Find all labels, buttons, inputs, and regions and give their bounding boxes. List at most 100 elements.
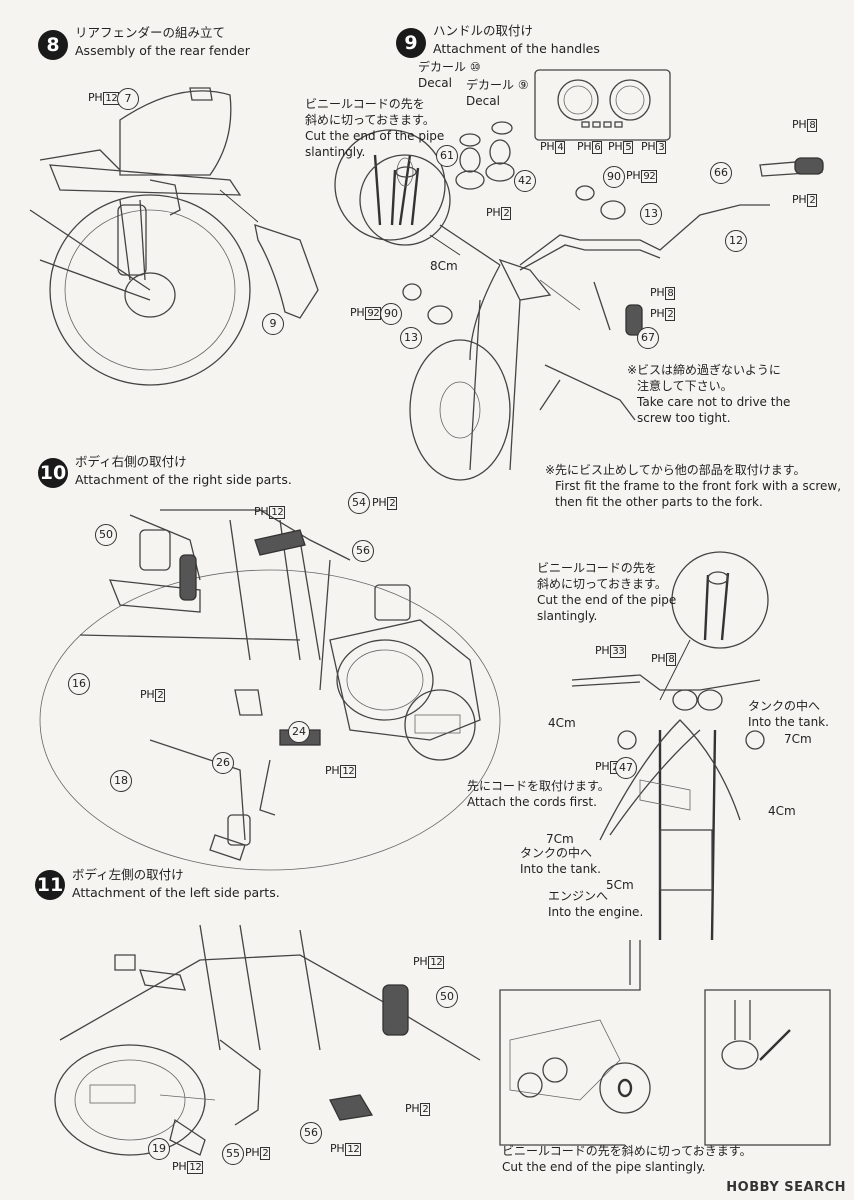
step-11-title-en: Attachment of the left side parts. (72, 885, 280, 900)
part-90-top: 90 (603, 166, 625, 188)
engine-note-en: Into the engine. (548, 905, 644, 919)
engine-note: エンジンへ Into the engine. (548, 888, 643, 920)
cord-length-7cm-bottom: 7Cm (546, 832, 574, 846)
pipe-note-jp-1: ビニールコードの先を (305, 97, 425, 111)
part-42: 42 (514, 170, 536, 192)
step-8-title-jp: リアフェンダーの組み立て (75, 25, 226, 40)
step-10-number: 10 (38, 458, 68, 488)
decal-9-label: デカール ⑨ Decal (466, 77, 529, 109)
fork-note: ※先にビス止めしてから他の部品を取付けます。 First fit the fra… (545, 462, 841, 510)
step-8-title-en: Assembly of the rear fender (75, 43, 250, 58)
step-9-title: ハンドルの取付け Attachment of the handles (433, 22, 600, 58)
part-19: 19 (148, 1138, 170, 1160)
fork-note-en-1: First fit the frame to the front fork wi… (555, 479, 842, 493)
handlebar-illustration (334, 69, 824, 481)
part-66: 66 (710, 162, 732, 184)
part-50-left: 50 (436, 986, 458, 1008)
decal-10-label: デカール ⑩ Decal (418, 59, 481, 91)
part-26: 26 (212, 752, 234, 774)
decal-10-jp: デカール ⑩ (418, 60, 481, 74)
pipe-note-jp-2: 斜めに切っておきます。 (305, 113, 435, 127)
part-90-bottom: 90 (380, 303, 402, 325)
attach-cords-en: Attach the cords first. (467, 795, 597, 809)
engine-note-jp: エンジンへ (548, 889, 609, 903)
screw-note-en-1: Take care not to drive the (637, 395, 791, 409)
step-8-number: 8 (38, 30, 68, 60)
tank-note-right: タンクの中へ Into the tank. (748, 698, 829, 730)
decal-9-jp: デカール ⑨ (466, 78, 529, 92)
watermark: HOBBY SEARCH (726, 1180, 846, 1195)
part-55: 55 (222, 1143, 244, 1165)
step-9-title-jp: ハンドルの取付け (433, 23, 534, 38)
screw-note-jp-1: ※ビスは締め過ぎないように (627, 363, 781, 377)
decal-10-en: Decal (418, 76, 452, 90)
pipe-note-en-1: Cut the end of the pipe (305, 129, 445, 143)
part-61: 61 (436, 145, 458, 167)
bottom-pipe-note: ビニールコードの先を斜めに切っておきます。 Cut the end of the… (502, 1143, 752, 1175)
part-18: 18 (110, 770, 132, 792)
attach-cords-note: 先にコードを取付けます。 Attach the cords first. (467, 778, 610, 810)
step-9-number: 9 (396, 28, 426, 58)
right-side-illustration (39, 509, 501, 871)
step-10-title-en: Attachment of the right side parts. (75, 472, 292, 487)
attach-cords-jp: 先にコードを取付けます。 (467, 779, 610, 793)
part-7: 7 (117, 88, 139, 110)
cord-length-4cm-right: 4Cm (768, 804, 796, 818)
part-12: 12 (725, 230, 747, 252)
part-47: 47 (615, 757, 637, 779)
cord-pipe-note-en-1: Cut the end of the pipe (537, 593, 677, 607)
step-11-title-jp: ボディ左側の取付け (72, 867, 184, 882)
step-11-number: 11 (35, 870, 65, 900)
part-54: 54 (348, 492, 370, 514)
tank-note-bottom: タンクの中へ Into the tank. (520, 845, 601, 877)
part-50-right: 50 (95, 524, 117, 546)
part-24: 24 (288, 721, 310, 743)
step-10-title: ボディ右側の取付け Attachment of the right side p… (75, 453, 292, 489)
part-56-left: 56 (300, 1122, 322, 1144)
tank-note-right-jp: タンクの中へ (748, 699, 821, 713)
cord-routing-illustration (499, 551, 831, 1146)
part-16: 16 (68, 673, 90, 695)
decal-9-en: Decal (466, 94, 500, 108)
pipe-note-en-2: slantingly. (305, 145, 366, 159)
part-56-right: 56 (352, 540, 374, 562)
left-side-illustration (54, 924, 481, 1156)
step-9-pipe-note: ビニールコードの先を 斜めに切っておきます。 Cut the end of th… (305, 96, 444, 160)
step-10-title-jp: ボディ右側の取付け (75, 454, 187, 469)
rear-fender-illustration (29, 87, 319, 386)
cord-length-4cm-left: 4Cm (548, 716, 576, 730)
pipe-zoom-top (359, 154, 461, 256)
cord-length-5cm: 5Cm (606, 878, 634, 892)
cord-pipe-note-en-2: slantingly. (537, 609, 598, 623)
step-11-title: ボディ左側の取付け Attachment of the left side pa… (72, 866, 280, 902)
part-9: 9 (262, 313, 284, 335)
cord-pipe-note: ビニールコードの先を 斜めに切っておきます。 Cut the end of th… (537, 560, 676, 624)
tank-note-bottom-jp: タンクの中へ (520, 846, 593, 860)
cord-pipe-note-jp-2: 斜めに切っておきます。 (537, 577, 667, 591)
cord-length-8cm: 8Cm (430, 259, 458, 273)
bottom-pipe-note-jp: ビニールコードの先を斜めに切っておきます。 (502, 1144, 752, 1158)
step-8-title: リアフェンダーの組み立て Assembly of the rear fender (75, 24, 250, 60)
screw-note: ※ビスは締め過ぎないように 注意して下さい。 Take care not to … (627, 362, 790, 426)
